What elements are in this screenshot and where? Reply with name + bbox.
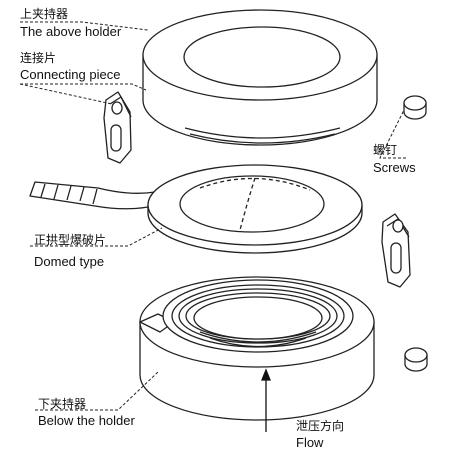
flow-label-cn: 泄压方向 xyxy=(296,419,345,433)
screw-upper xyxy=(403,95,427,120)
connecting-piece-label-en: Connecting piece xyxy=(20,67,121,82)
upper-holder-label-en: The above holder xyxy=(20,24,122,39)
domed-disc-label-cn: 正拱型爆破片 xyxy=(34,233,107,247)
screw-lower xyxy=(404,347,428,372)
domed-rupture-disc xyxy=(29,164,363,254)
screws-label-cn: 螺钉 xyxy=(373,143,398,157)
upper-holder xyxy=(142,9,378,146)
leader-lines xyxy=(19,21,406,411)
domed-disc-label-en: Domed type xyxy=(34,254,105,269)
flow-label-en: Flow xyxy=(296,435,324,450)
upper-holder-label-cn: 上夹持器 xyxy=(20,7,69,21)
connecting-piece-left xyxy=(103,91,132,164)
connecting-piece-label-cn: 连接片 xyxy=(20,51,57,65)
lower-holder xyxy=(139,276,375,421)
flow-arrow xyxy=(261,368,271,432)
lower-holder-label-cn: 下夹持器 xyxy=(38,397,87,411)
connecting-piece-right xyxy=(381,213,411,288)
screws-label-en: Screws xyxy=(373,160,416,175)
lower-holder-label-en: Below the holder xyxy=(38,413,135,428)
